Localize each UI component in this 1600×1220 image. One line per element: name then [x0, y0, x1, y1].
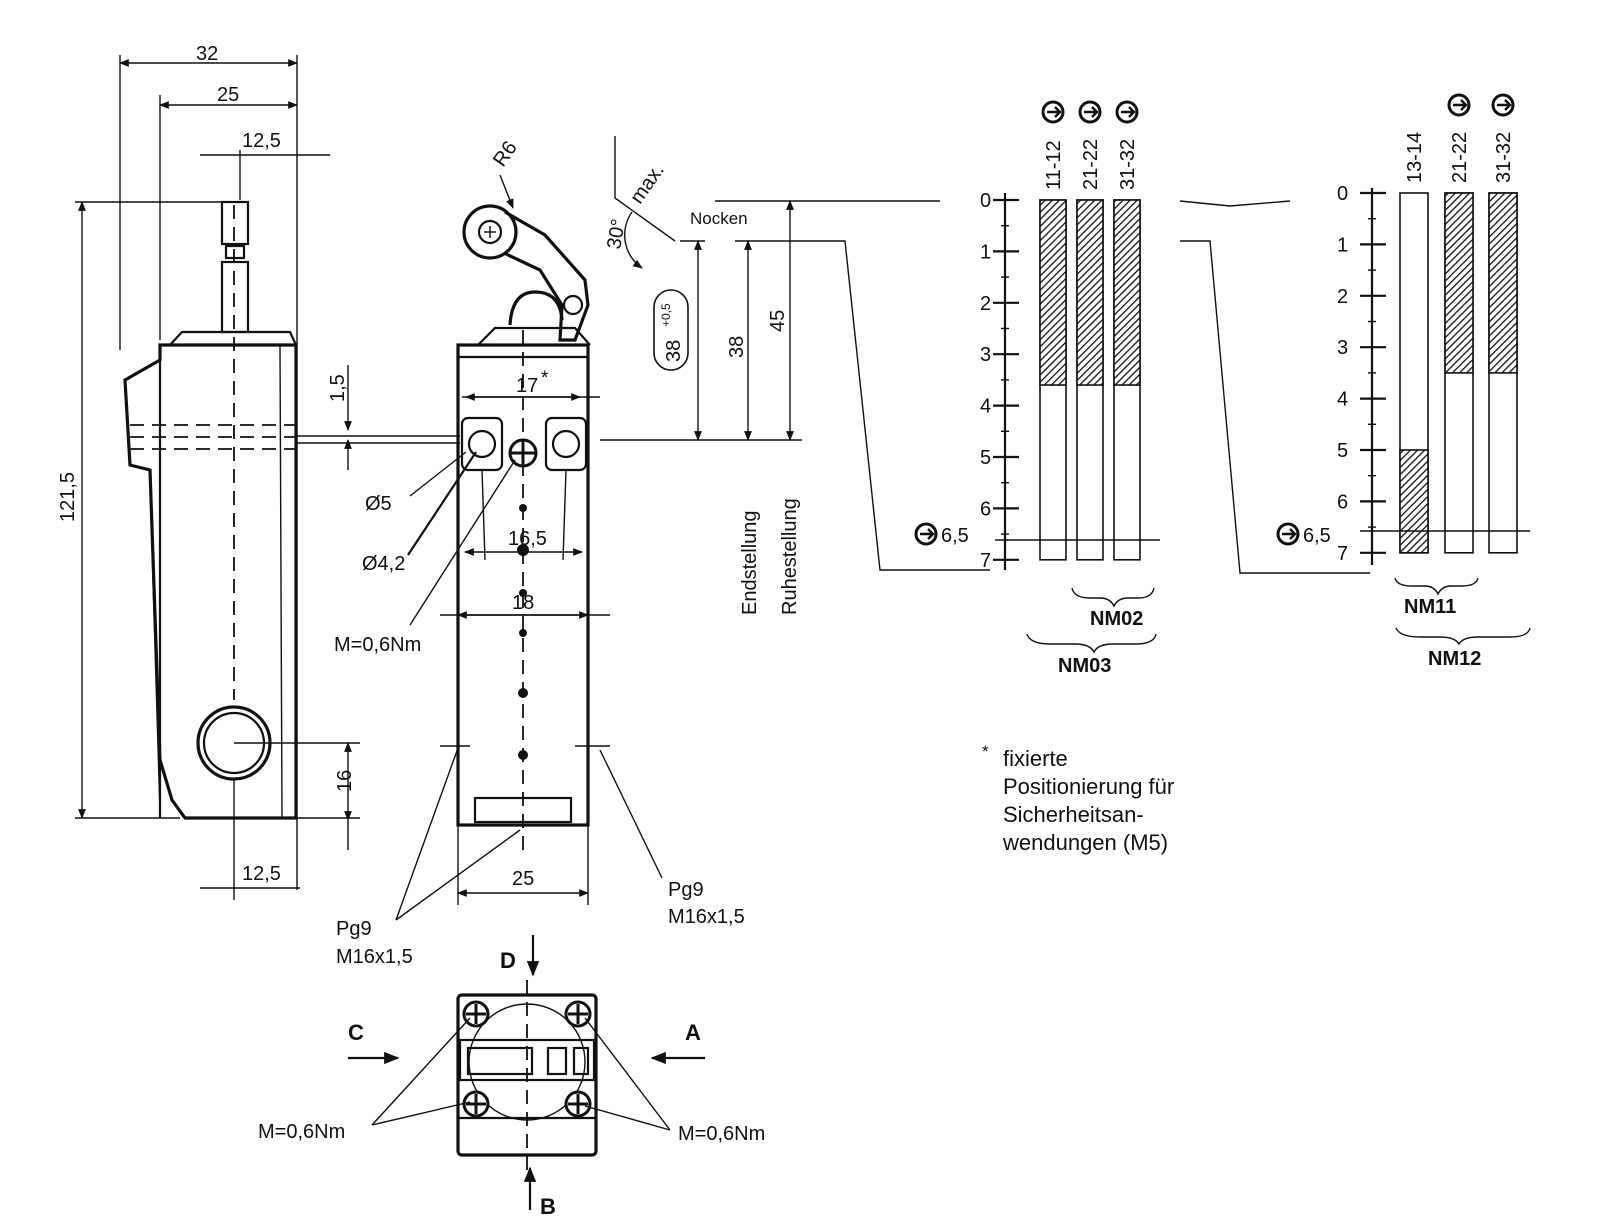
- scale-tick-label: 2: [1337, 286, 1348, 308]
- scale-tick-label: 7: [980, 550, 991, 572]
- dim-25-side: 25: [217, 84, 239, 106]
- endstellung-label: Endstellung: [739, 510, 761, 615]
- dim-38-tol-sup: +0,5: [659, 303, 673, 327]
- m16-left: M16x1,5: [336, 946, 413, 968]
- travel-dims: 30° max. Nocken 38 +0,5 38 45 Endstellun…: [600, 136, 990, 615]
- dim-25-front: 25: [512, 868, 534, 890]
- dim-32: 32: [196, 43, 218, 65]
- view-letter-b: B: [540, 1194, 556, 1219]
- note-line-2: Positionierung für: [1003, 774, 1174, 799]
- scale-tick-label: 4: [980, 396, 991, 418]
- angle-30: 30°: [603, 217, 630, 251]
- positive-label-right: 6,5: [1303, 525, 1331, 547]
- contact-label: 11-12: [1043, 140, 1065, 190]
- group-nm03: NM03: [1058, 655, 1111, 677]
- pg9-right: Pg9: [668, 879, 704, 901]
- dim-38-tol: 38: [663, 340, 685, 362]
- scale-tick-label: 1: [1337, 234, 1348, 256]
- group-nm12: NM12: [1428, 648, 1481, 670]
- note-line-4: wendungen (M5): [1002, 830, 1168, 855]
- positive-opening-arrow: [1121, 106, 1136, 118]
- dim-121-5: 121,5: [57, 472, 79, 522]
- contact-closed-range: [1488, 192, 1518, 374]
- dim-1-5: 1,5: [327, 374, 349, 402]
- scale-tick-label: 5: [980, 447, 991, 469]
- dim-18: 18: [512, 592, 534, 614]
- dim-12-5-bottom: 12,5: [242, 863, 281, 885]
- view-letter-a: A: [685, 1020, 701, 1045]
- positive-label-left: 6,5: [941, 525, 969, 547]
- group-nm02: NM02: [1090, 608, 1143, 630]
- torque-front: M=0,6Nm: [334, 634, 421, 656]
- scale-tick-label: 3: [1337, 337, 1348, 359]
- side-view: 32 25 12,5 121,5 16: [57, 43, 460, 900]
- contact-label: 13-14: [1404, 132, 1426, 183]
- positive-opening-arrow: [1453, 99, 1468, 111]
- torque-bottom-right: M=0,6Nm: [678, 1123, 765, 1145]
- note-line-3: Sicherheitsan-: [1003, 802, 1144, 827]
- dim-45: 45: [767, 310, 789, 332]
- scale-tick-label: 7: [1337, 543, 1348, 565]
- dia-5: Ø5: [365, 493, 392, 515]
- angle-max: max.: [626, 160, 669, 208]
- group-nm11: NM11: [1404, 596, 1456, 618]
- radius-r6: R6: [489, 137, 522, 171]
- dim-17-star: *: [541, 368, 549, 389]
- contact-diagram-right: 0 1 2 3 4 5 6 7 13-14 21-22 31-32 6,5 NM11 NM12: [1179, 93, 1531, 670]
- scale-tick-label: 6: [980, 498, 991, 520]
- positive-opening-arrow: [1047, 106, 1062, 118]
- positive-opening-arrow: [1084, 106, 1099, 118]
- scale-tick-label: 3: [980, 344, 991, 366]
- pg9-left: Pg9: [336, 918, 372, 940]
- scale-tick-label: 6: [1337, 491, 1348, 513]
- contact-closed-range: [1076, 199, 1104, 386]
- contact-label: 31-32: [1117, 139, 1139, 190]
- contact-label: 21-22: [1080, 139, 1102, 190]
- scale-tick-label: 0: [980, 190, 991, 212]
- scale-tick-label: 5: [1337, 440, 1348, 462]
- torque-bottom-left: M=0,6Nm: [258, 1121, 345, 1143]
- front-view: R6 17 * 16,5 18: [334, 137, 745, 968]
- contact-closed-range: [1399, 449, 1429, 554]
- scale-tick-label: 1: [980, 241, 991, 263]
- view-letter-c: C: [348, 1020, 364, 1045]
- dia-4-2: Ø4,2: [362, 553, 405, 575]
- scale-tick-label: 4: [1337, 389, 1348, 411]
- m16-right: M16x1,5: [668, 906, 745, 928]
- note-star: *: [982, 742, 989, 761]
- contact-closed-range: [1039, 199, 1067, 386]
- footnote: * fixierte Positionierung für Sicherheit…: [982, 742, 1174, 855]
- scale-tick-label: 2: [980, 293, 991, 315]
- positive-opening-icon: [914, 522, 938, 546]
- dim-38: 38: [726, 336, 748, 358]
- bottom-view: D C A B M=0,6Nm M=0,6Nm: [258, 935, 765, 1219]
- dim-17: 17: [516, 375, 538, 397]
- contact-label: 21-22: [1449, 132, 1471, 183]
- view-letter-d: D: [500, 948, 516, 973]
- positive-opening-arrow: [1497, 99, 1512, 111]
- dim-16-5: 16,5: [508, 528, 547, 550]
- contact-closed-range: [1113, 199, 1141, 386]
- contact-closed-range: [1444, 192, 1474, 374]
- scale-tick-label: 0: [1337, 183, 1348, 205]
- dim-16: 16: [334, 770, 356, 792]
- positive-opening-icon-right: [1276, 522, 1300, 546]
- contact-diagram-left: 0 1 2 3 4 5 6 7 11-12 21-22 31-32 6,5 NM02 NM03: [914, 100, 1160, 677]
- dim-12-5-top: 12,5: [242, 130, 281, 152]
- ruhestellung-label: Ruhestellung: [779, 498, 801, 615]
- nocken-label: Nocken: [690, 209, 748, 228]
- note-line-1: fixierte: [1003, 746, 1068, 771]
- screw-icon: [462, 1000, 592, 1118]
- contact-label: 31-32: [1493, 132, 1515, 183]
